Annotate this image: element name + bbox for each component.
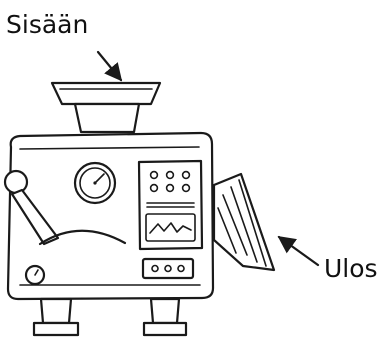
- knob-icon: [24, 264, 46, 286]
- left-leg: [32, 297, 80, 337]
- input-arrow: [96, 50, 123, 82]
- button-strip: [141, 257, 195, 280]
- output-arrow: [277, 235, 320, 267]
- lever: [3, 169, 127, 246]
- control-panel: [137, 159, 204, 251]
- input-label: Sisään: [6, 10, 88, 39]
- gauge-icon: [73, 161, 117, 205]
- hopper: [50, 81, 162, 134]
- output-chute: [212, 172, 276, 272]
- output-label: Ulos: [324, 254, 378, 283]
- right-leg: [142, 297, 188, 337]
